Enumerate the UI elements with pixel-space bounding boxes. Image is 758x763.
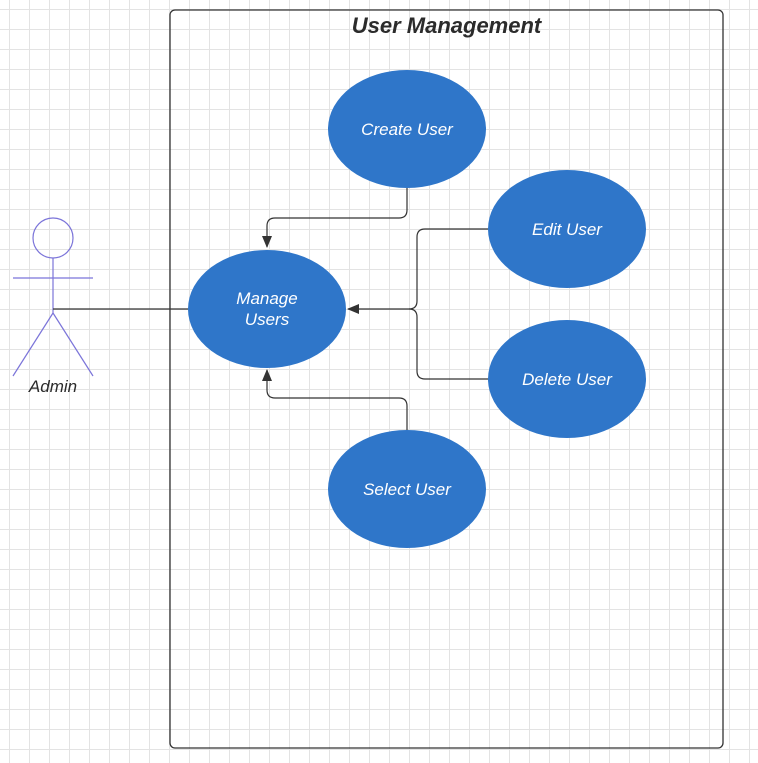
actor-left-leg bbox=[12, 312, 54, 377]
connector-edit-to-manage[interactable] bbox=[347, 228, 488, 314]
connector-select-to-manage[interactable] bbox=[262, 369, 408, 430]
use-case-manage-users[interactable] bbox=[188, 250, 346, 368]
use-case-edit-user[interactable] bbox=[488, 170, 646, 288]
actor-head bbox=[32, 217, 74, 259]
use-case-create-user[interactable] bbox=[328, 70, 486, 188]
connector-delete-to-manage[interactable] bbox=[408, 308, 488, 380]
use-case-select-user[interactable] bbox=[328, 430, 486, 548]
use-case-label-select-user: Select User bbox=[363, 479, 451, 499]
use-case-label-manage-users: Manage Users bbox=[236, 289, 298, 329]
admin-actor-figure[interactable] bbox=[12, 217, 94, 377]
actor-label-admin: Admin bbox=[28, 376, 78, 396]
system-boundary[interactable] bbox=[169, 9, 724, 749]
use-case-label-create-user: Create User bbox=[361, 119, 453, 139]
use-case-label-edit-user: Edit User bbox=[532, 219, 602, 239]
connector-create-to-manage[interactable] bbox=[262, 188, 408, 248]
use-case-delete-user[interactable] bbox=[488, 320, 646, 438]
use-case-label-delete-user: Delete User bbox=[522, 369, 612, 389]
actor-right-leg bbox=[52, 312, 94, 377]
system-boundary-title: User Management bbox=[351, 12, 542, 38]
